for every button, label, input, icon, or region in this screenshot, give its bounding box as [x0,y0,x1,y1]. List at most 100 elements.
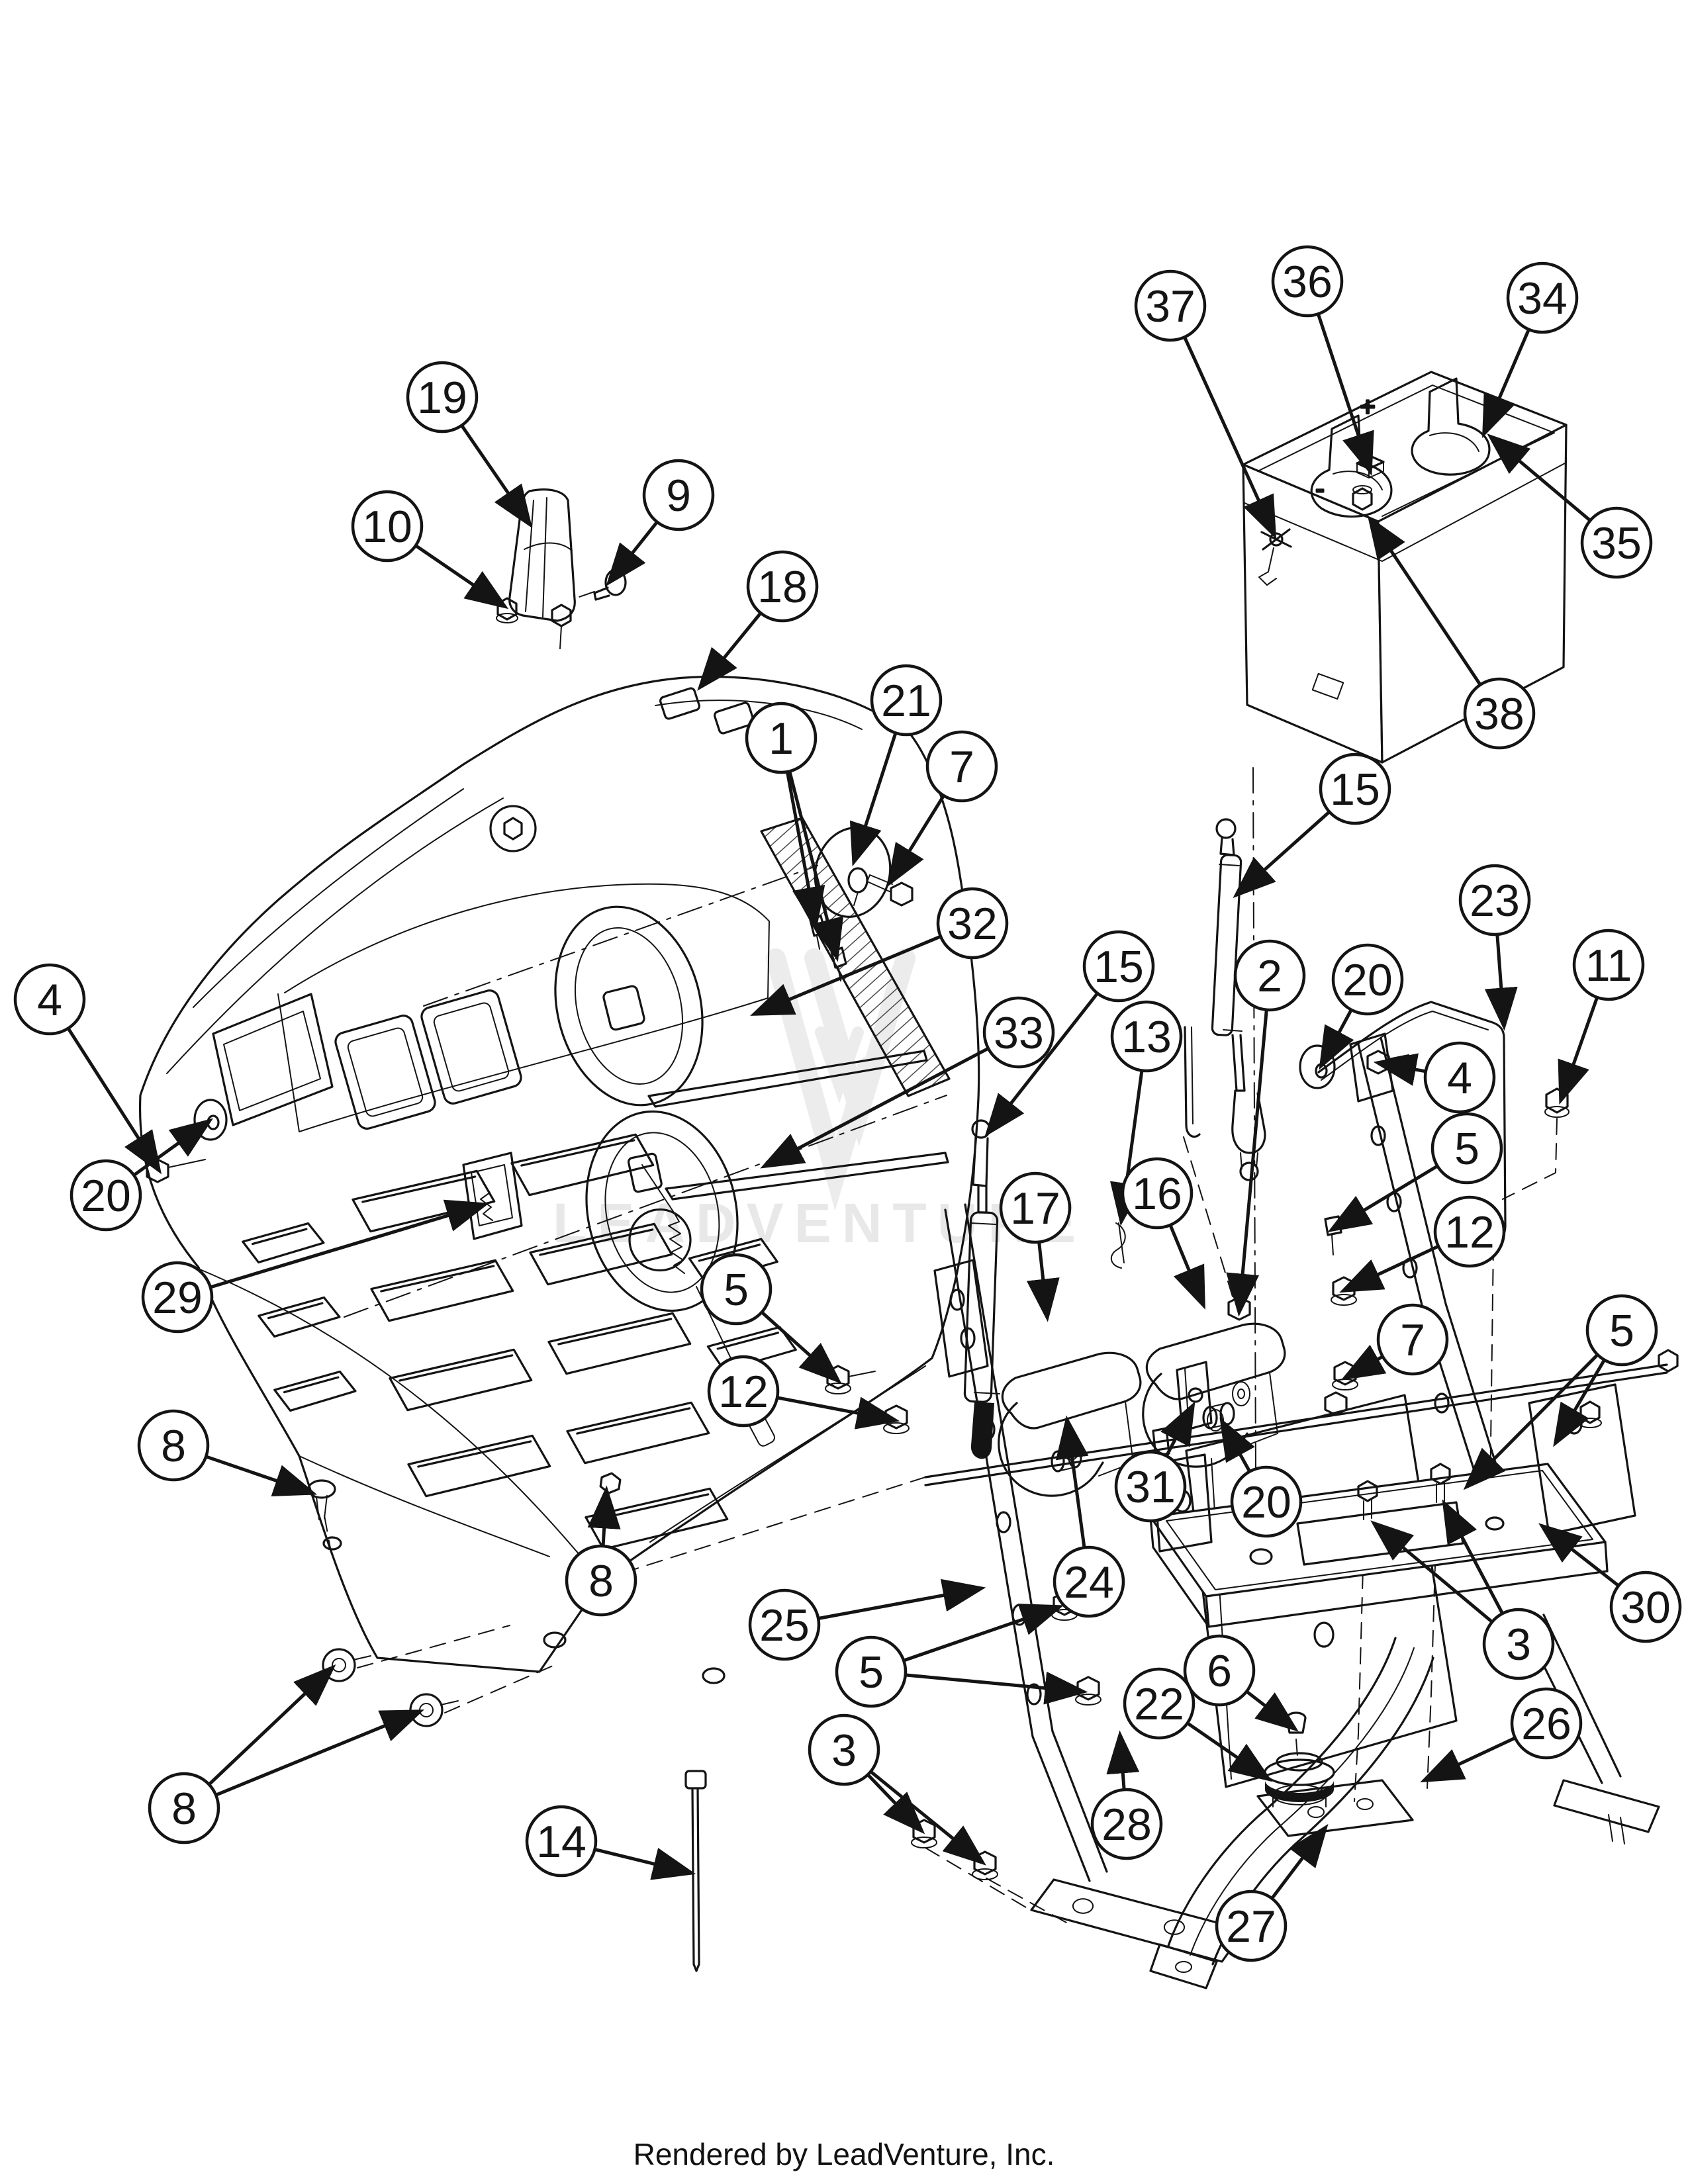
callout-balloon[interactable] [700,1253,773,1326]
callout-31-37[interactable]: 31 [1114,1401,1196,1523]
callout-balloon[interactable] [1433,1195,1506,1268]
callout-balloon[interactable] [1458,864,1531,936]
callout-balloon[interactable] [1510,1687,1583,1760]
callout-27-47[interactable]: 27 [1215,1824,1329,1962]
callout-8-33[interactable]: 8 [565,1485,637,1617]
callout-20-27[interactable]: 20 [70,1118,214,1232]
callout-3-49[interactable]: 3 [808,1713,986,1866]
callout-balloon[interactable] [808,1713,880,1786]
callout-balloon[interactable] [870,664,943,737]
callout-30-41[interactable]: 30 [1538,1523,1682,1643]
callout-balloon[interactable] [1110,1000,1183,1073]
callout-9-2[interactable]: 9 [606,459,715,586]
callout-balloon[interactable] [1233,939,1306,1012]
callout-35-7[interactable]: 35 [1487,433,1653,579]
callout-balloon[interactable] [1271,245,1344,318]
callout-11-16[interactable]: 11 [1558,929,1645,1105]
callout-balloon[interactable] [1230,1465,1303,1538]
callout-balloon[interactable] [1114,1450,1187,1523]
callout-balloon[interactable] [1183,1634,1256,1707]
callout-29-28[interactable]: 29 [141,1199,490,1334]
callout-26-43[interactable]: 26 [1420,1687,1583,1783]
callout-balloon[interactable] [835,1635,908,1708]
callout-25-34[interactable]: 25 [748,1578,986,1661]
callout-balloon[interactable] [1609,1570,1682,1643]
callout-balloon[interactable] [1090,1788,1163,1860]
callout-balloon[interactable] [1580,506,1653,579]
callout-balloon[interactable] [1331,943,1404,1016]
callout-5-42[interactable]: 5 [1463,1294,1658,1490]
callout-6-44[interactable]: 6 [1183,1634,1299,1732]
callout-38-8[interactable]: 38 [1367,515,1536,750]
callout-5-29[interactable]: 5 [700,1253,842,1385]
callout-balloon[interactable] [406,361,479,433]
callout-balloon[interactable] [1572,929,1645,1001]
callout-balloon[interactable] [1123,1667,1196,1740]
callout-balloon[interactable] [936,887,1009,960]
callout-16-24[interactable]: 16 [1121,1157,1205,1310]
callout-balloon[interactable] [1053,1545,1125,1618]
callout-15-17[interactable]: 15 [984,930,1155,1137]
callout-7-11[interactable]: 7 [887,730,998,887]
callout-33-13[interactable]: 33 [760,996,1055,1169]
callout-15-14[interactable]: 15 [1233,752,1391,898]
callout-21-10[interactable]: 21 [849,664,943,867]
callout-balloon[interactable] [565,1544,637,1617]
callout-10-1[interactable]: 10 [351,490,509,610]
callout-balloon[interactable] [982,996,1055,1069]
callout-4-21[interactable]: 4 [1373,1041,1496,1114]
callout-balloon[interactable] [141,1261,214,1334]
callout-balloon[interactable] [925,730,998,803]
callout-28-46[interactable]: 28 [1090,1730,1163,1860]
callout-1-9[interactable]: 1 [745,702,844,962]
callout-balloon[interactable] [745,702,818,774]
callout-balloon[interactable] [1319,752,1391,825]
callout-12-30[interactable]: 12 [707,1355,900,1430]
callout-8-31[interactable]: 8 [137,1409,318,1497]
callout-22-45[interactable]: 22 [1123,1667,1273,1782]
callout-balloon[interactable] [1423,1041,1496,1114]
callout-5-35[interactable]: 5 [835,1604,1088,1708]
callout-balloon[interactable] [351,490,424,563]
callout-14-48[interactable]: 14 [525,1805,696,1880]
callout-24-36[interactable]: 24 [1053,1415,1125,1618]
callout-13-18[interactable]: 13 [1109,1000,1183,1226]
callout-7-38[interactable]: 7 [1340,1303,1449,1381]
callout-balloon[interactable] [746,550,819,623]
callout-20-20[interactable]: 20 [1319,943,1404,1070]
callout-balloon[interactable] [707,1355,780,1428]
callout-4-26[interactable]: 4 [13,963,162,1175]
callout-balloon[interactable] [999,1171,1072,1244]
callout-2-19[interactable]: 2 [1226,939,1306,1317]
callout-balloon[interactable] [1082,930,1155,1003]
callout-balloon[interactable] [1585,1294,1658,1367]
callout-32-12[interactable]: 32 [750,887,1009,1016]
callout-balloon[interactable] [1215,1889,1288,1962]
callout-balloon[interactable] [70,1159,142,1232]
callout-37-4[interactable]: 37 [1134,269,1277,539]
callout-34-6[interactable]: 34 [1482,261,1579,438]
callout-balloon[interactable] [525,1805,598,1878]
callout-balloon[interactable] [1121,1157,1194,1230]
callout-20-39[interactable]: 20 [1219,1417,1303,1538]
callout-23-15[interactable]: 23 [1458,864,1531,1031]
callout-balloon[interactable] [642,459,715,531]
callout-8-32[interactable]: 8 [148,1664,424,1844]
callout-balloon[interactable] [1506,261,1579,334]
callout-balloon[interactable] [1134,269,1207,342]
callout-18-3[interactable]: 18 [697,550,819,691]
callout-balloon[interactable] [13,963,86,1036]
callout-balloon[interactable] [1430,1112,1503,1185]
callout-5-22[interactable]: 5 [1327,1112,1503,1232]
callout-19-0[interactable]: 19 [406,361,533,529]
callout-balloon[interactable] [137,1409,210,1482]
callout-17-25[interactable]: 17 [999,1171,1072,1322]
callout-balloon[interactable] [148,1772,220,1844]
callout-balloon[interactable] [748,1588,821,1661]
callout-balloon[interactable] [1463,677,1536,750]
callout-3-40[interactable]: 3 [1370,1499,1555,1680]
callout-36-5[interactable]: 36 [1271,245,1374,477]
callout-balloon[interactable] [1376,1303,1449,1376]
callout-balloon[interactable] [1482,1608,1555,1680]
callout-12-23[interactable]: 12 [1339,1195,1506,1293]
